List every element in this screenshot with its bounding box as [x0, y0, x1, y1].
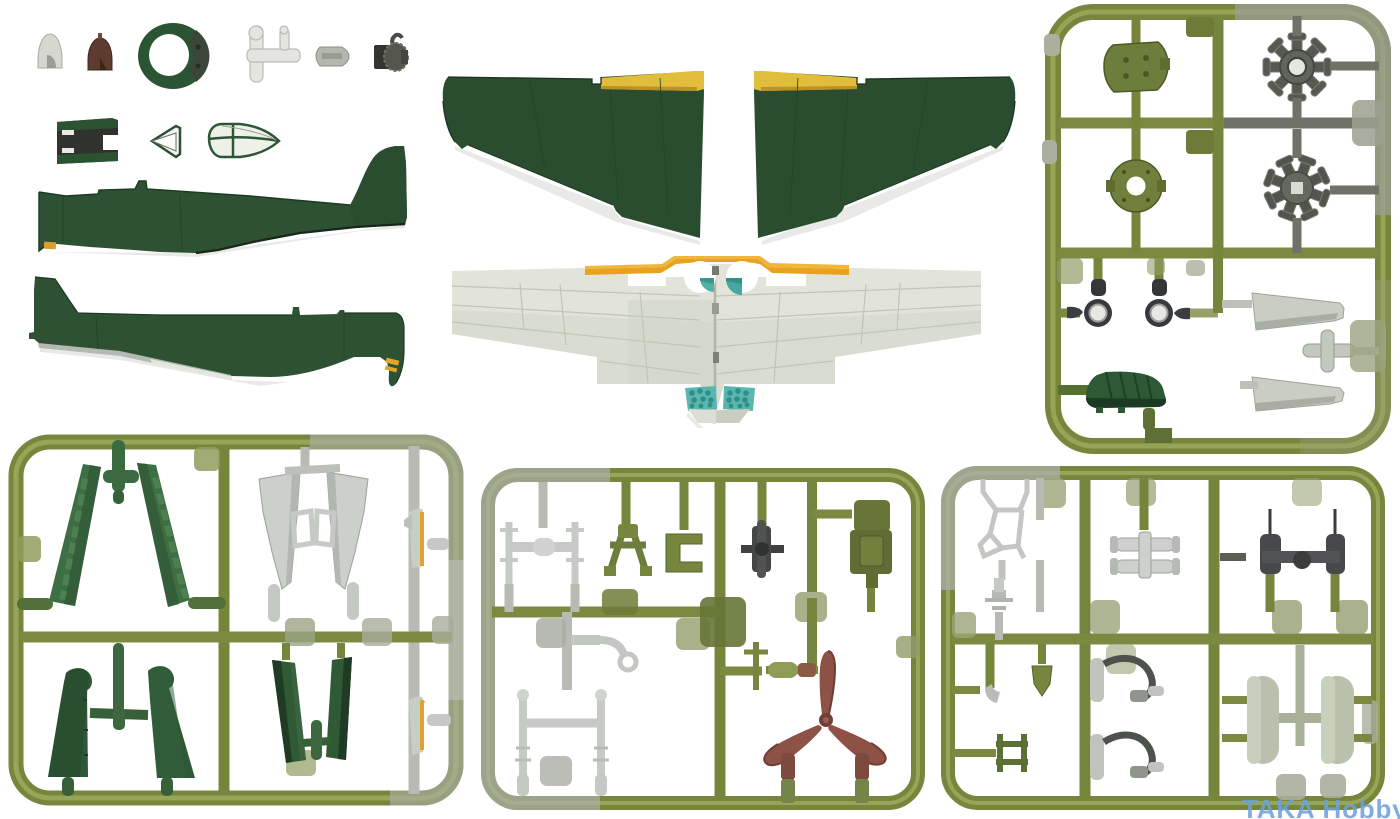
- svg-text:TAKA Hobby: TAKA Hobby: [1242, 794, 1400, 819]
